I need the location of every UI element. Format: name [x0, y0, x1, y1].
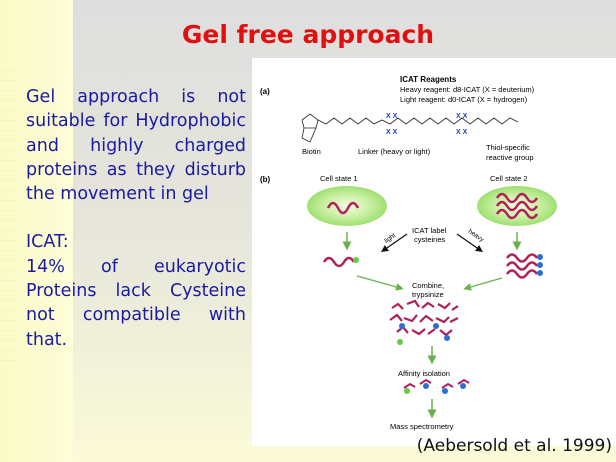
- slide-body: Gel approach is not suitable for Hydroph…: [26, 85, 246, 352]
- thiol-label-2: reactive group: [486, 153, 534, 162]
- slide-title: Gel free approach: [181, 20, 435, 49]
- panel-a-label: (a): [260, 87, 270, 96]
- svg-text:X X: X X: [456, 129, 468, 136]
- light-reagent: Light reagent: d0-ICAT (X = hydrogen): [400, 95, 528, 104]
- icat-figure: (a) ICAT Reagents Heavy reagent: d8-ICAT…: [252, 58, 616, 446]
- linker-label: Linker (heavy or light): [358, 147, 431, 156]
- biotin-label: Biotin: [302, 147, 321, 156]
- paragraph-icat-heading: ICAT:: [26, 232, 69, 253]
- combine-label-2: trypsinize: [412, 290, 444, 299]
- peptide-fragments: [389, 299, 459, 337]
- paragraph-icat: 14% of eukaryotic Proteins lack Cysteine…: [26, 256, 246, 350]
- cell-state-1: [307, 186, 387, 226]
- proteins-2: [495, 192, 539, 220]
- protein-1: [326, 201, 360, 215]
- icat-label-2: cysteines: [414, 235, 446, 244]
- isolated-peptides: [403, 378, 470, 394]
- affinity-label: Affinity isolation: [398, 369, 450, 378]
- combine-label-1: Combine,: [412, 281, 444, 290]
- reagents-title: ICAT Reagents: [400, 75, 457, 84]
- thiol-label-1: Thiol-specific: [486, 143, 530, 152]
- labeled-protein-1: [322, 256, 356, 268]
- decor-pattern: [0, 70, 18, 370]
- heavy-reagent: Heavy reagent: d8-ICAT (X = deuterium): [400, 85, 535, 94]
- panel-b-label: (b): [260, 175, 271, 184]
- citation: (Aebersold et al. 1999): [416, 436, 612, 456]
- deuterium-markers: X X X X X X X X: [386, 113, 468, 136]
- svg-text:X X: X X: [386, 129, 398, 136]
- mass-spec-label: Mass spectrometry: [390, 422, 454, 431]
- labeled-proteins-2: [505, 253, 539, 279]
- heavy-arrow-label: heavy: [467, 228, 486, 244]
- icat-structure: [301, 113, 519, 143]
- paragraph-gel: Gel approach is not suitable for Hydroph…: [26, 87, 246, 205]
- cell-state-2-label: Cell state 2: [490, 174, 528, 183]
- icat-label-1: ICAT label: [412, 226, 447, 235]
- cell-state-1-label: Cell state 1: [320, 174, 358, 183]
- svg-text:X X: X X: [386, 113, 398, 120]
- svg-text:X X: X X: [456, 113, 468, 120]
